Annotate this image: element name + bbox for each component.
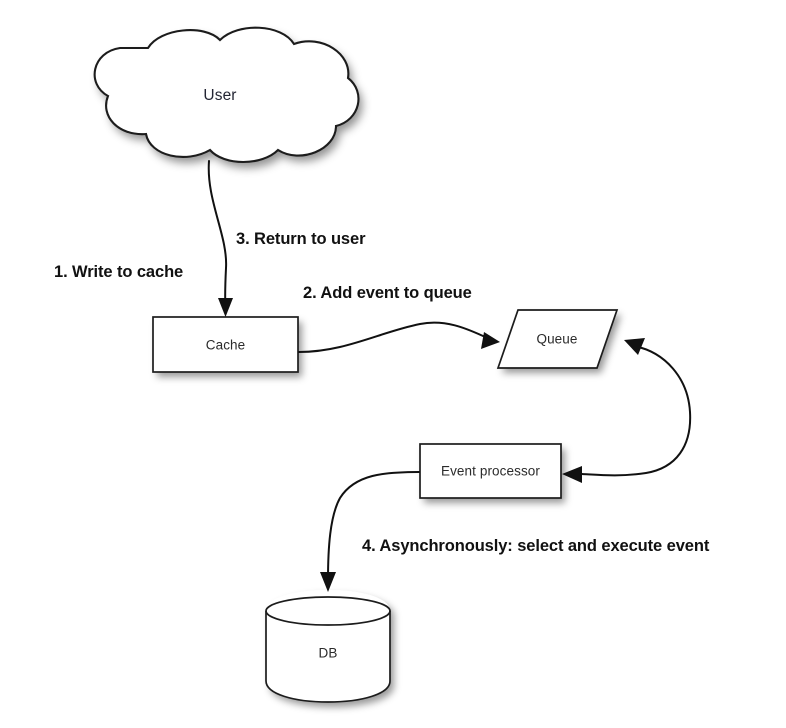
db-cylinder-body [266,590,390,702]
event-processor-box-shape [420,444,561,498]
node-event-processor[interactable]: Event processor [419,443,562,499]
edge-event-processor-to-db [320,471,420,592]
node-user-label: User [203,87,236,104]
edge-label-step-1: 1. Write to cache [54,263,183,281]
node-user[interactable]: User [93,26,360,164]
db-cylinder-outline [265,611,391,703]
node-db[interactable]: DB [265,590,391,703]
edge-queue-event-processor-line [581,345,692,477]
queue-outline [496,309,619,369]
node-event-processor-label: Event processor [441,464,540,479]
node-queue[interactable]: Queue [496,309,619,369]
edge-user-to-cache-line [207,160,228,309]
node-db-label: DB [319,646,338,661]
edge-label-step-3: 3. Return to user [236,230,366,248]
cloud-outline [93,26,360,164]
cache-box-shape [153,317,298,372]
cloud-shape [94,27,359,162]
node-cache-label: Cache [206,338,246,353]
edge-event-processor-to-db-line [327,471,420,581]
edge-user-to-cache [207,160,233,317]
node-cache[interactable]: Cache [152,316,299,373]
edge-to-event-processor-arrowhead [562,466,582,483]
edge-label-step-2: 2. Add event to queue [303,284,472,302]
edge-to-queue-arrowhead [624,338,645,355]
edge-cache-to-queue-line [298,321,491,353]
edge-queue-event-processor-loop [562,338,692,483]
edge-label-step-4: 4. Asynchronously: select and execute ev… [362,537,710,555]
db-cylinder-top-ellipse [265,596,391,626]
edge-cache-to-queue [298,321,500,353]
edge-cache-to-queue-arrowhead [481,332,500,349]
queue-shape [498,310,617,368]
node-queue-label: Queue [536,332,577,347]
edge-user-to-cache-arrowhead [218,298,233,317]
event-processor-box-outline [419,443,562,499]
edge-event-processor-to-db-arrowhead [320,572,336,592]
